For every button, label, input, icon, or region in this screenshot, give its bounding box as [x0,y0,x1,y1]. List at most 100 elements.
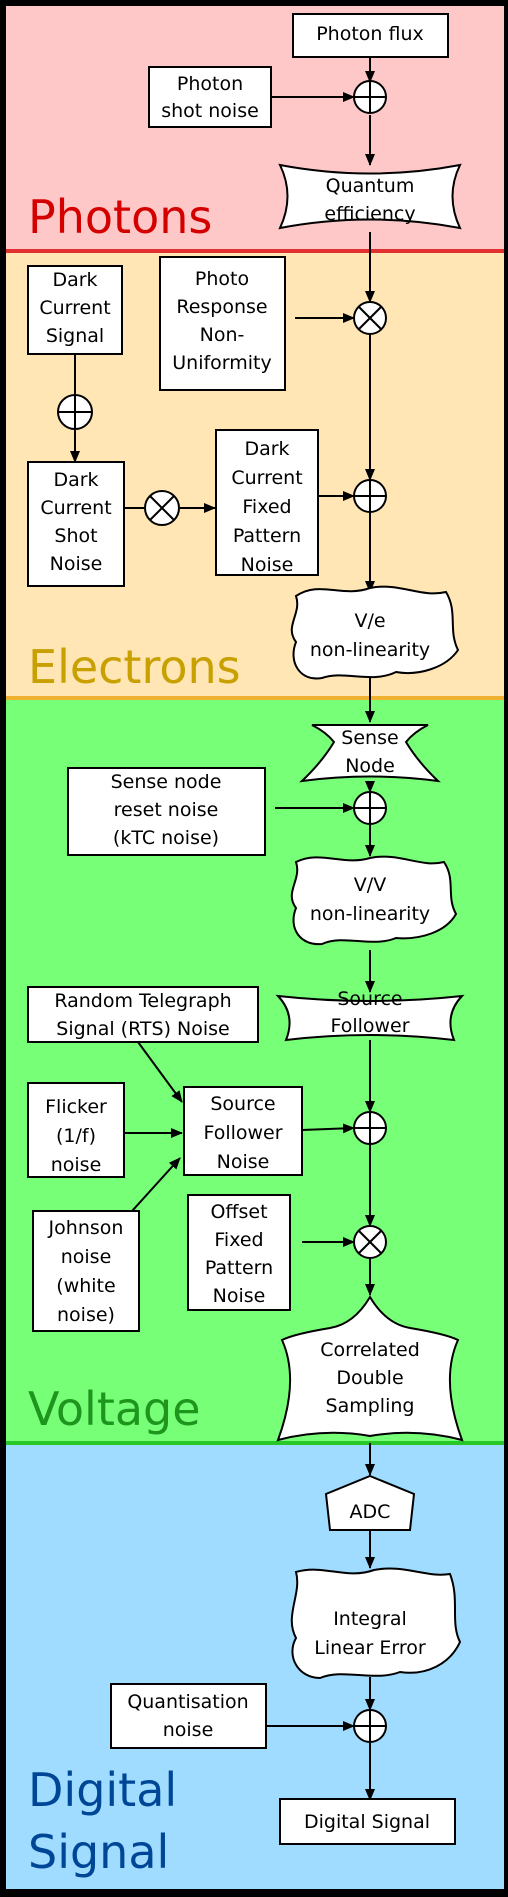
dark-current-fpn-label: Pattern [233,525,301,547]
product-junction-1 [353,301,387,335]
quantisation-noise-box [110,1683,267,1749]
offset-fpn-label: Noise [213,1285,266,1307]
digital-signal-label: Digital Signal [304,1811,430,1833]
rts-noise-label: Signal (RTS) Noise [56,1018,229,1040]
quantum-efficiency-label: Quantum [326,175,415,197]
dark-current-fpn-label: Current [231,467,302,489]
dark-current-signal-label: Current [39,297,110,319]
digital-signal-box [279,1798,456,1845]
sum-junction-3 [353,479,387,513]
offset-fpn-label: Offset [210,1201,267,1223]
product-junction-3 [353,1225,387,1259]
dark-current-fpn-label: Noise [241,554,294,576]
ve-nonlinearity-label: non-linearity [310,639,430,661]
dark-current-shot-noise-box [27,461,125,587]
shaped-nodes [275,163,465,1680]
photon-shot-noise-box [148,66,272,128]
source-follower-label: Follower [330,1015,409,1037]
source-follower-noise-label: Noise [217,1151,270,1173]
photon-shot-noise-label: Photon [177,73,243,95]
dark-current-shot-noise-label: Noise [50,553,103,575]
source-follower-noise-box [183,1086,303,1176]
dark-current-fpn-label: Dark [244,438,289,460]
sense-node-label: Sense [341,727,398,749]
flicker-noise-label: Flicker [45,1096,107,1118]
arrow-sfn-to-sum5 [301,1123,355,1134]
sense-node-reset-noise-label: Sense node [111,771,222,793]
johnson-noise-label: noise [61,1246,112,1268]
dark-current-signal-box [27,265,123,355]
ile-label: Integral [333,1608,407,1630]
ile-label: Linear Error [314,1637,426,1659]
flicker-noise-label: noise [51,1154,102,1176]
boxes [27,13,456,1845]
quantisation-noise-label: Quantisation [127,1691,248,1713]
sense-node-reset-noise-box [67,767,266,856]
johnson-noise-box [32,1210,140,1332]
sum-junction-4 [353,791,387,825]
product-junction-2 [144,490,180,526]
sense-node-shape [299,724,441,783]
arrow-rts-to-sfn [137,1041,183,1103]
dark-current-shot-noise-label: Current [40,497,111,519]
sense-node-label: Node [345,755,395,777]
quantum-efficiency-label: efficiency [324,203,415,225]
ve-nonlinearity-shape [290,585,460,680]
quantum-efficiency-shape [278,163,462,230]
offset-fpn-box [187,1194,291,1311]
sum-junction-6 [353,1709,387,1743]
dark-current-shot-noise-label: Shot [54,525,97,547]
cds-shape [276,1295,464,1442]
electrons-label: Electrons [28,640,241,694]
operators [57,80,387,1743]
ile-shape [290,1567,462,1680]
prnu-box [159,256,286,391]
sense-node-reset-noise-label: (kTC noise) [113,827,219,849]
photons-label: Photons [28,190,212,244]
cds-label: Double [336,1367,403,1389]
prnu-label: Response [176,296,267,318]
sense-node-reset-noise-label: reset noise [114,799,219,821]
sum-junction-2 [57,394,93,430]
photon-shot-noise-label: shot noise [161,100,259,122]
vv-nonlinearity-label: non-linearity [310,903,430,925]
cds-label: Sampling [326,1395,415,1417]
adc-shape [324,1474,416,1531]
dark-current-fpn-label: Fixed [242,496,291,518]
sum-junction-1 [353,80,387,114]
cds-label: Correlated [320,1339,420,1361]
photon-flux-box [292,13,449,58]
photon-flux-label: Photon flux [316,23,424,45]
flicker-noise-label: (1/f) [56,1125,96,1147]
prnu-label: Non- [200,324,245,346]
digital-label-line2: Signal [28,1825,169,1879]
sum-junction-5 [353,1111,387,1145]
source-follower-label: Source [337,988,402,1010]
johnson-noise-label: Johnson [48,1217,124,1239]
adc-label: ADC [350,1501,391,1523]
digital-label-line1: Digital [28,1763,177,1817]
source-follower-noise-label: Follower [203,1122,282,1144]
vv-nonlinearity-shape [290,855,458,946]
offset-fpn-label: Fixed [214,1229,263,1251]
dark-current-signal-label: Signal [46,325,104,347]
dark-current-fpn-box [215,429,319,576]
prnu-label: Uniformity [172,352,272,374]
prnu-label: Photo [195,268,249,290]
rts-noise-box [27,986,259,1043]
dark-current-shot-noise-label: Dark [53,469,98,491]
johnson-noise-label: noise) [57,1304,115,1326]
source-follower-noise-label: Source [210,1093,275,1115]
offset-fpn-label: Pattern [205,1257,273,1279]
flicker-noise-box [27,1082,125,1178]
johnson-noise-label: (white [56,1275,115,1297]
vv-nonlinearity-label: V/V [354,874,386,896]
dark-current-signal-label: Dark [52,269,97,291]
quantisation-noise-label: noise [163,1719,214,1741]
connectors [70,57,375,1801]
ve-nonlinearity-label: V/e [354,610,385,632]
arrow-johnson-to-sfn [123,1157,181,1221]
rts-noise-label: Random Telegraph [54,990,231,1012]
